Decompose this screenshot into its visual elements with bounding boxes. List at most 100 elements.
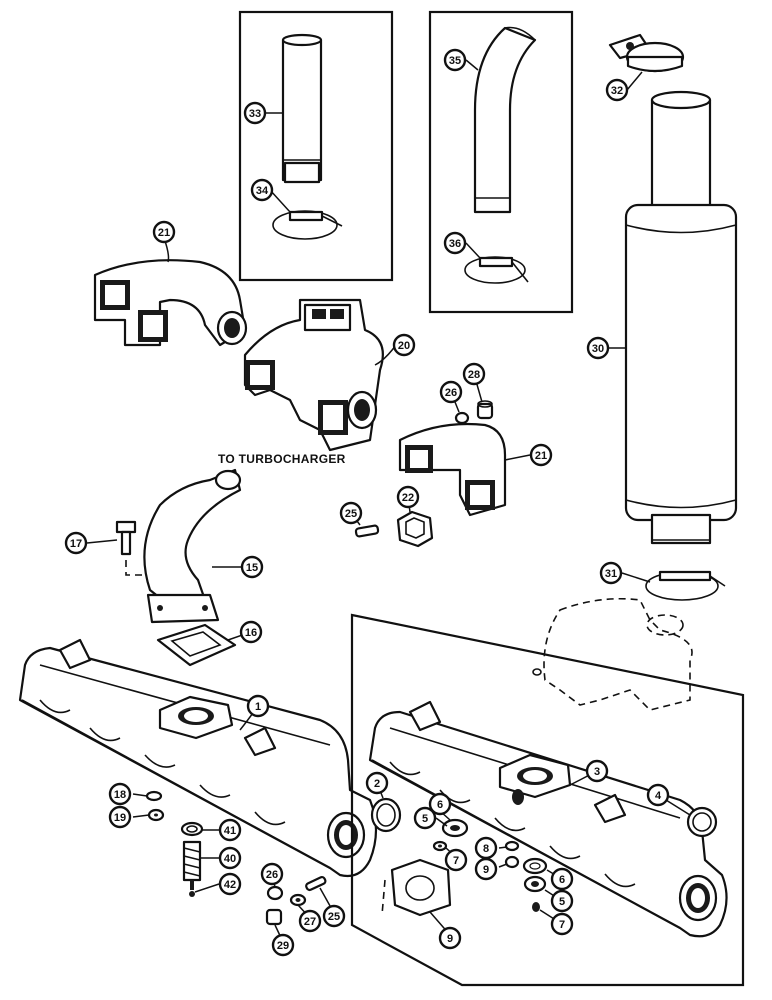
callout-30: 30: [586, 336, 610, 360]
callout-40: 40: [218, 846, 242, 870]
callout-16: 16: [239, 620, 263, 644]
washer-18: [145, 790, 163, 802]
valve-spring-40: [182, 840, 202, 890]
gasket-22: [396, 510, 434, 548]
callout-5: 5: [550, 889, 574, 913]
nut-19: [147, 808, 165, 822]
callout-number: 3: [594, 766, 600, 778]
callout-number: 6: [437, 799, 443, 811]
spacer-29: [476, 400, 494, 420]
callout-number: 20: [398, 340, 410, 352]
callout-number: 8: [483, 843, 489, 855]
callout-number: 16: [245, 627, 257, 639]
exhaust-manifold-1: [18, 638, 378, 878]
callout-number: 2: [374, 778, 380, 790]
muffler-clamp: [645, 570, 726, 601]
rain-cap: [608, 33, 685, 73]
callout-35: 35: [443, 48, 467, 72]
fitting-5-lower: [523, 875, 547, 893]
callout-7: 7: [550, 912, 574, 936]
callout-number: 7: [559, 919, 565, 931]
callout-number: 19: [114, 812, 126, 824]
callout-25: 25: [322, 904, 346, 928]
gasket-alignment-line: [381, 879, 386, 916]
straight-exhaust-pipe: [281, 33, 323, 184]
callout-number: 9: [447, 933, 453, 945]
callout-4: 4: [646, 783, 670, 807]
alternate-inset-border: [350, 613, 745, 987]
callout-9: 9: [474, 857, 498, 881]
callout-number: 32: [611, 85, 623, 97]
callout-6: 6: [550, 867, 574, 891]
callout-33: 33: [243, 101, 267, 125]
callout-6: 6: [428, 792, 452, 816]
callout-8: 8: [474, 836, 498, 860]
center-manifold: [243, 298, 384, 452]
callout-number: 34: [256, 185, 269, 197]
callout-number: 21: [158, 227, 170, 239]
seal-ring-2: [370, 797, 402, 833]
callout-number: 25: [345, 508, 357, 520]
bolt-alignment-line: [125, 560, 152, 576]
nut-26-lower: [266, 885, 284, 901]
callout-21: 21: [152, 220, 176, 244]
washer-27: [289, 893, 307, 907]
callout-labels: 1234556677899151617181920212122252526262…: [64, 48, 670, 957]
callout-number: 7: [453, 855, 459, 867]
gasket-9: [390, 858, 452, 917]
manifold-elbow-lower: [398, 422, 507, 517]
spacer-28: [265, 908, 283, 926]
callout-number: 28: [468, 369, 480, 381]
callout-2: 2: [365, 771, 389, 795]
callout-number: 9: [483, 864, 489, 876]
plug-7-lower: [532, 902, 540, 912]
callout-number: 29: [277, 940, 289, 952]
callout-number: 17: [70, 538, 82, 550]
callout-number: 5: [559, 896, 565, 908]
callout-9: 9: [438, 926, 462, 950]
bolt-17: [115, 520, 137, 556]
callout-number: 22: [402, 492, 414, 504]
dowel-pin-25-lower: [305, 876, 327, 892]
callout-number: 41: [224, 825, 236, 837]
callout-number: 6: [559, 874, 565, 886]
exhaust-manifold-3: [368, 700, 728, 938]
callout-number: 26: [445, 387, 457, 399]
seal-41: [180, 821, 204, 837]
callout-7: 7: [444, 848, 468, 872]
inset-box-curved-pipe: [428, 10, 574, 314]
turbocharger-pipe: [143, 468, 242, 624]
callout-number: 31: [605, 568, 617, 580]
pipe-clamp-36: [464, 256, 529, 284]
callout-31: 31: [599, 561, 623, 585]
inset-box-straight-pipe: [238, 10, 394, 282]
callout-number: 33: [249, 108, 261, 120]
callout-15: 15: [240, 555, 264, 579]
callout-number: 40: [224, 853, 236, 865]
dowel-pin-25-upper: [354, 524, 380, 538]
callout-32: 32: [605, 78, 629, 102]
callout-41: 41: [218, 818, 242, 842]
callout-21: 21: [529, 443, 553, 467]
callout-5: 5: [413, 806, 437, 830]
pipe-clamp-34: [272, 210, 343, 240]
callout-36: 36: [443, 231, 467, 255]
callout-17: 17: [64, 531, 88, 555]
nut-26-upper: [454, 411, 470, 425]
plug-7-upper: [432, 840, 448, 852]
fitting-6-upper: [441, 818, 469, 838]
callout-26: 26: [260, 862, 284, 886]
callout-28: 28: [462, 362, 486, 386]
callout-29: 29: [271, 933, 295, 957]
callout-25: 25: [339, 501, 363, 525]
callout-number: 1: [255, 701, 261, 713]
washer-8: [504, 840, 520, 852]
turbocharger-caption: TO TURBOCHARGER: [218, 452, 346, 466]
curved-exhaust-pipe: [473, 26, 537, 214]
callout-42: 42: [218, 872, 242, 896]
callout-number: 25: [328, 911, 340, 923]
callout-number: 4: [655, 790, 662, 802]
valve-42: [189, 891, 195, 897]
callout-number: 15: [246, 562, 258, 574]
